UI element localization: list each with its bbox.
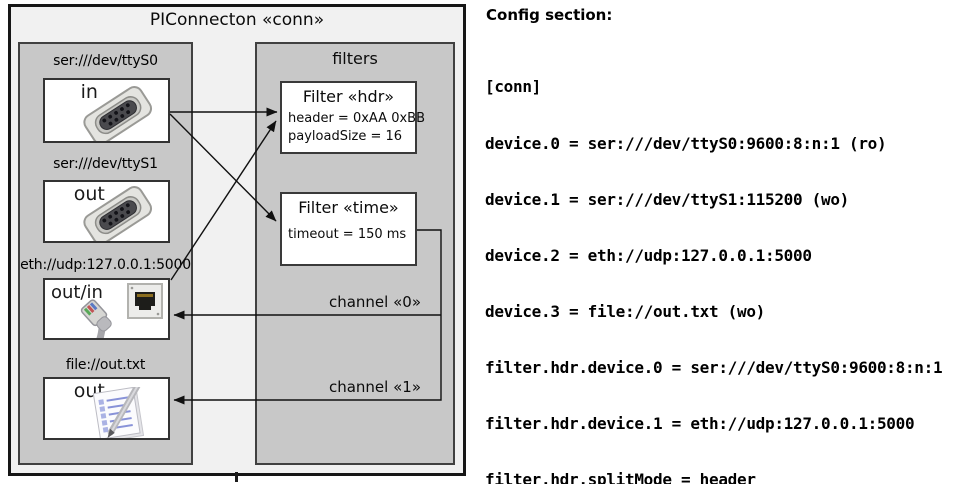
device-box-file: out <box>43 377 170 440</box>
device-box-ttys0: in <box>43 78 170 143</box>
device-label-file: file://out.txt <box>65 357 146 373</box>
filter-hdr-attr-header: header = 0xAA 0xBB <box>288 111 426 126</box>
device-label-eth: eth://udp:127.0.0.1:5000 <box>20 257 191 273</box>
config-listing: [conn] device.0 = ser:///dev/ttyS0:9600:… <box>485 41 952 484</box>
port-label: out/in <box>51 282 103 303</box>
config-line: filter.hdr.device.1 = eth://udp:127.0.0.… <box>485 414 915 434</box>
config-section-heading: Config section: <box>486 6 613 24</box>
config-line: device.1 = ser:///dev/ttyS1:115200 (wo) <box>485 189 849 209</box>
config-line: [conn] <box>485 77 541 97</box>
device-box-ttys1: out <box>43 180 170 243</box>
config-line: filter.hdr.splitMode = header <box>485 470 756 484</box>
serial-connector-icon <box>83 86 153 141</box>
device-label-ttys1: ser:///dev/ttyS1 <box>53 156 158 172</box>
ethernet-jack-icon <box>127 283 163 319</box>
serial-connector-icon <box>83 186 153 241</box>
piconnector-diagram: PIConnecton «conn» filters ser:///dev/tt… <box>8 4 466 476</box>
filter-hdr-attr-payloadsize: payloadSize = 16 <box>288 129 403 144</box>
notepad-icon <box>92 387 145 438</box>
port-label: out <box>73 183 105 205</box>
channel-1-label: channel «1» <box>328 378 421 396</box>
config-line: device.2 = eth://udp:127.0.0.1:5000 <box>485 245 812 265</box>
filter-hdr-box: Filter «hdr» header = 0xAA 0xBB payloadS… <box>280 81 425 154</box>
filter-hdr-title: Filter «hdr» <box>302 87 395 106</box>
bottom-tick-mark <box>235 472 238 482</box>
channel-0-label: channel «0» <box>328 293 421 311</box>
port-label: in <box>80 81 98 103</box>
filter-time-attr-timeout: timeout = 150 ms <box>288 227 407 242</box>
diagram-title: PIConnecton «conn» <box>149 10 325 30</box>
filter-time-box: Filter «time» timeout = 150 ms <box>280 192 417 266</box>
filter-time-title: Filter «time» <box>298 198 399 217</box>
device-label-ttys0: ser:///dev/ttyS0 <box>53 53 158 69</box>
device-box-eth: out/in <box>43 278 170 340</box>
filters-group-title: filters <box>332 49 378 68</box>
config-line: filter.hdr.device.0 = ser:///dev/ttyS0:9… <box>485 357 943 377</box>
ethernet-connector-icon <box>80 299 112 338</box>
config-line: device.3 = file://out.txt (wo) <box>485 301 765 321</box>
config-line: device.0 = ser:///dev/ttyS0:9600:8:n:1 (… <box>485 133 887 153</box>
